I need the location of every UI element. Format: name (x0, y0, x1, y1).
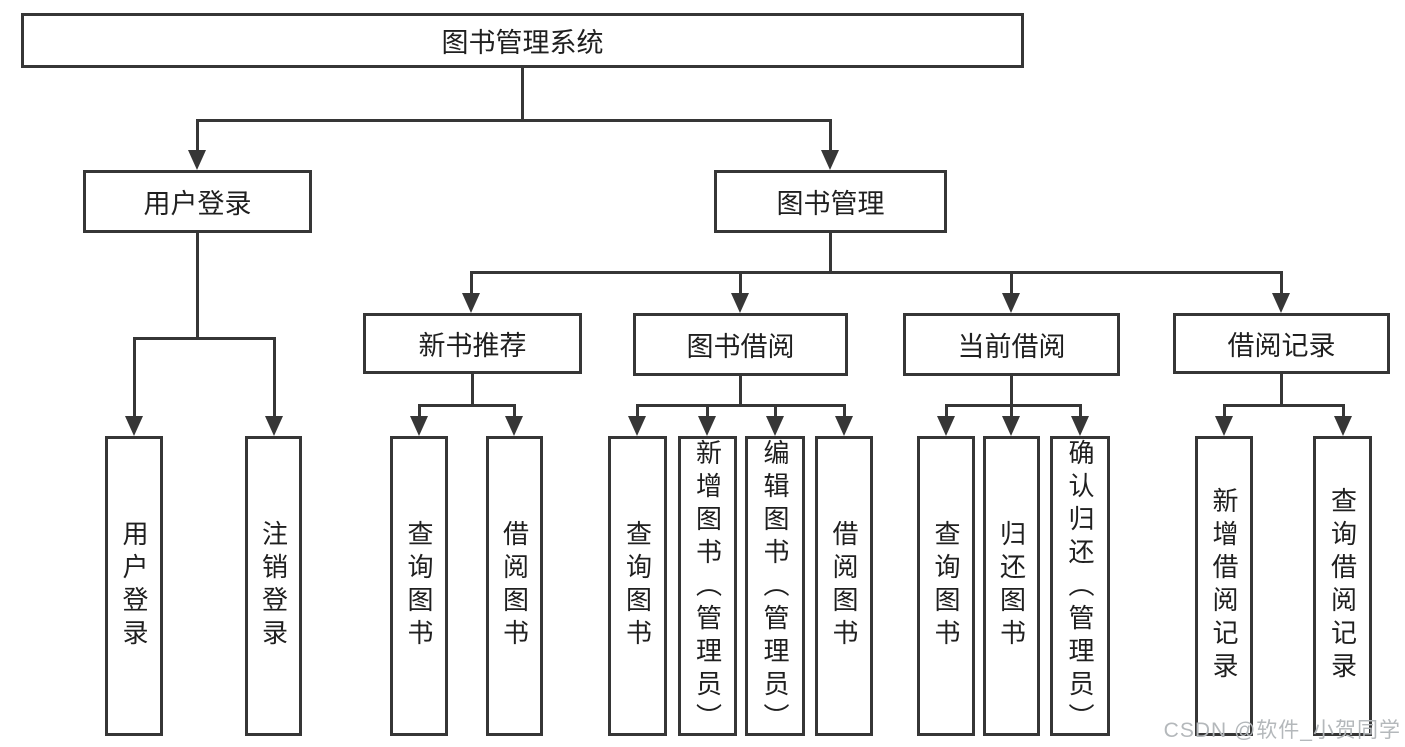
leaf-current-query-label: 查询图书 (931, 520, 961, 652)
connector-line (133, 337, 136, 416)
node-root: 图书管理系统 (21, 13, 1024, 68)
connector-line (945, 404, 948, 416)
connector-line (133, 337, 276, 340)
connector-line (418, 404, 516, 407)
connector-line (706, 404, 709, 416)
leaf-confirm-return-admin: 确认归还（管理员） (1050, 436, 1110, 736)
arrow-down-icon (821, 150, 839, 170)
node-new-book-recommend: 新书推荐 (363, 313, 582, 374)
leaf-borrow-query: 查询图书 (608, 436, 667, 736)
arrow-down-icon (835, 416, 853, 436)
leaf-borrow-book: 借阅图书 (815, 436, 873, 736)
arrow-down-icon (462, 293, 480, 313)
arrow-down-icon (410, 416, 428, 436)
arrow-down-icon (766, 416, 784, 436)
leaf-record-query-label: 查询借阅记录 (1327, 487, 1358, 685)
arrow-down-icon (505, 416, 523, 436)
leaf-newbook-query-label: 查询图书 (404, 520, 434, 652)
node-book-borrow: 图书借阅 (633, 313, 848, 376)
node-book-borrow-label: 图书借阅 (686, 332, 795, 362)
arrow-down-icon (628, 416, 646, 436)
leaf-borrow-book-label: 借阅图书 (829, 520, 859, 652)
connector-line (470, 271, 473, 293)
node-user-login: 用户登录 (83, 170, 312, 233)
leaf-borrow-query-label: 查询图书 (622, 520, 653, 652)
arrow-down-icon (1215, 416, 1233, 436)
arrow-down-icon (731, 293, 749, 313)
arrow-down-icon (937, 416, 955, 436)
connector-line (1010, 271, 1013, 293)
leaf-confirm-return-admin-label: 确认归还（管理员） (1065, 439, 1095, 736)
leaf-return-book: 归还图书 (983, 436, 1040, 736)
node-root-label: 图书管理系统 (441, 28, 604, 58)
arrow-down-icon (698, 416, 716, 436)
connector-line (1223, 404, 1344, 407)
leaf-newbook-borrow: 借阅图书 (486, 436, 543, 736)
arrow-down-icon (1071, 416, 1089, 436)
node-current-borrow-label: 当前借阅 (957, 332, 1066, 362)
connector-line (1223, 404, 1226, 416)
leaf-newbook-query: 查询图书 (390, 436, 448, 736)
leaf-borrow-edit-admin: 编辑图书（管理员） (745, 436, 805, 736)
connector-line (513, 404, 516, 416)
arrow-down-icon (265, 416, 283, 436)
node-borrow-records-label: 借阅记录 (1227, 331, 1336, 361)
arrow-down-icon (188, 150, 206, 170)
arrow-down-icon (1272, 293, 1290, 313)
leaf-newbook-borrow-label: 借阅图书 (499, 520, 530, 652)
connector-line (636, 404, 846, 407)
leaf-user-login-label: 用户登录 (119, 520, 149, 652)
connector-line (1079, 404, 1082, 416)
node-borrow-records: 借阅记录 (1173, 313, 1390, 374)
connector-line (739, 271, 742, 293)
leaf-current-query: 查询图书 (917, 436, 975, 736)
leaf-borrow-add-admin: 新增图书（管理员） (678, 436, 737, 736)
leaf-logout: 注销登录 (245, 436, 302, 736)
node-book-management: 图书管理 (714, 170, 947, 233)
connector-line (470, 271, 1283, 274)
leaf-return-book-label: 归还图书 (996, 520, 1027, 652)
arrow-down-icon (1334, 416, 1352, 436)
node-user-login-label: 用户登录 (143, 189, 252, 219)
node-book-management-label: 图书管理 (776, 189, 885, 219)
connector-line (196, 233, 199, 340)
leaf-borrow-add-admin-label: 新增图书（管理员） (692, 439, 723, 736)
connector-line (196, 119, 199, 150)
arrow-down-icon (125, 416, 143, 436)
connector-line (774, 404, 777, 416)
connector-line (521, 68, 524, 120)
leaf-borrow-edit-admin-label: 编辑图书（管理员） (760, 439, 790, 736)
connector-line (636, 404, 639, 416)
arrow-down-icon (1002, 416, 1020, 436)
connector-line (196, 119, 832, 122)
connector-line (829, 119, 832, 150)
node-new-book-recommend-label: 新书推荐 (418, 331, 527, 361)
connector-line (843, 404, 846, 416)
connector-line (418, 404, 421, 416)
connector-line (1010, 404, 1013, 416)
arrow-down-icon (1002, 293, 1020, 313)
leaf-record-add-label: 新增借阅记录 (1209, 487, 1239, 685)
leaf-record-add: 新增借阅记录 (1195, 436, 1253, 736)
connector-line (273, 337, 276, 416)
node-current-borrow: 当前借阅 (903, 313, 1120, 376)
leaf-record-query: 查询借阅记录 (1313, 436, 1372, 736)
connector-line (945, 404, 1082, 407)
connector-line (1010, 376, 1013, 407)
connector-line (739, 376, 742, 407)
connector-line (1342, 404, 1345, 416)
connector-line (471, 374, 474, 407)
connector-line (1280, 271, 1283, 293)
watermark-text: CSDN @软件_小贺同学 (1163, 719, 1401, 742)
connector-line (1280, 374, 1283, 407)
leaf-user-login: 用户登录 (105, 436, 163, 736)
connector-line (829, 233, 832, 274)
leaf-logout-label: 注销登录 (258, 520, 289, 652)
